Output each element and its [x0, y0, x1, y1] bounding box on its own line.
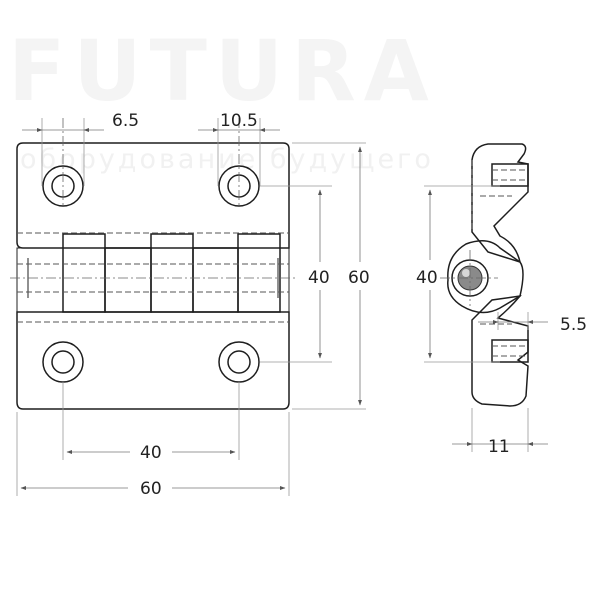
front-view: 6.5 10.5 40 60 [10, 111, 370, 499]
knuckle [192, 247, 239, 313]
dim-front-hole-vertical: 40 [260, 185, 332, 363]
dim-front-overall-height: 60 [292, 142, 370, 410]
dim-side-hole-vertical: 40 [416, 185, 500, 363]
front-barrel [16, 247, 290, 313]
dim-hole-offset-left: 6.5 [22, 111, 139, 186]
front-top-leaf [16, 142, 290, 249]
watermark-tagline: оборудование будущего [20, 144, 434, 175]
dim-label: 60 [140, 479, 162, 499]
watermark: FUTURA оборудование будущего [8, 22, 437, 175]
side-knuckle [447, 240, 524, 314]
knuckle [104, 247, 152, 313]
front-bottom-leaf [16, 311, 290, 410]
mounting-hole [218, 341, 260, 383]
side-screw-hole [491, 163, 529, 187]
dim-label: 10.5 [220, 111, 258, 131]
dim-side-thickness: 11 [452, 408, 548, 457]
side-lower-leaf [471, 294, 529, 407]
dim-label: 40 [308, 268, 330, 288]
dim-label: 6.5 [112, 111, 139, 131]
dim-side-offset: 5.5 [478, 312, 587, 335]
side-view: 40 5.5 11 [416, 143, 587, 457]
knuckle [62, 233, 106, 313]
dim-label: 11 [488, 437, 510, 457]
knuckle [237, 233, 281, 313]
mounting-hole [42, 118, 84, 207]
watermark-brand: FUTURA [8, 22, 437, 120]
dim-label: 60 [348, 268, 370, 288]
dim-front-overall-width: 60 [16, 412, 290, 499]
dim-label: 5.5 [560, 315, 587, 335]
side-upper-leaf [471, 143, 529, 264]
dim-label: 40 [140, 443, 162, 463]
knuckle [150, 233, 194, 313]
mounting-hole [42, 341, 84, 383]
dim-hole-offset-right: 10.5 [198, 111, 280, 186]
dim-front-hole-horizontal: 40 [62, 382, 240, 463]
side-screw-hole [491, 339, 529, 363]
mounting-hole [218, 118, 260, 207]
dim-label: 40 [416, 268, 438, 288]
